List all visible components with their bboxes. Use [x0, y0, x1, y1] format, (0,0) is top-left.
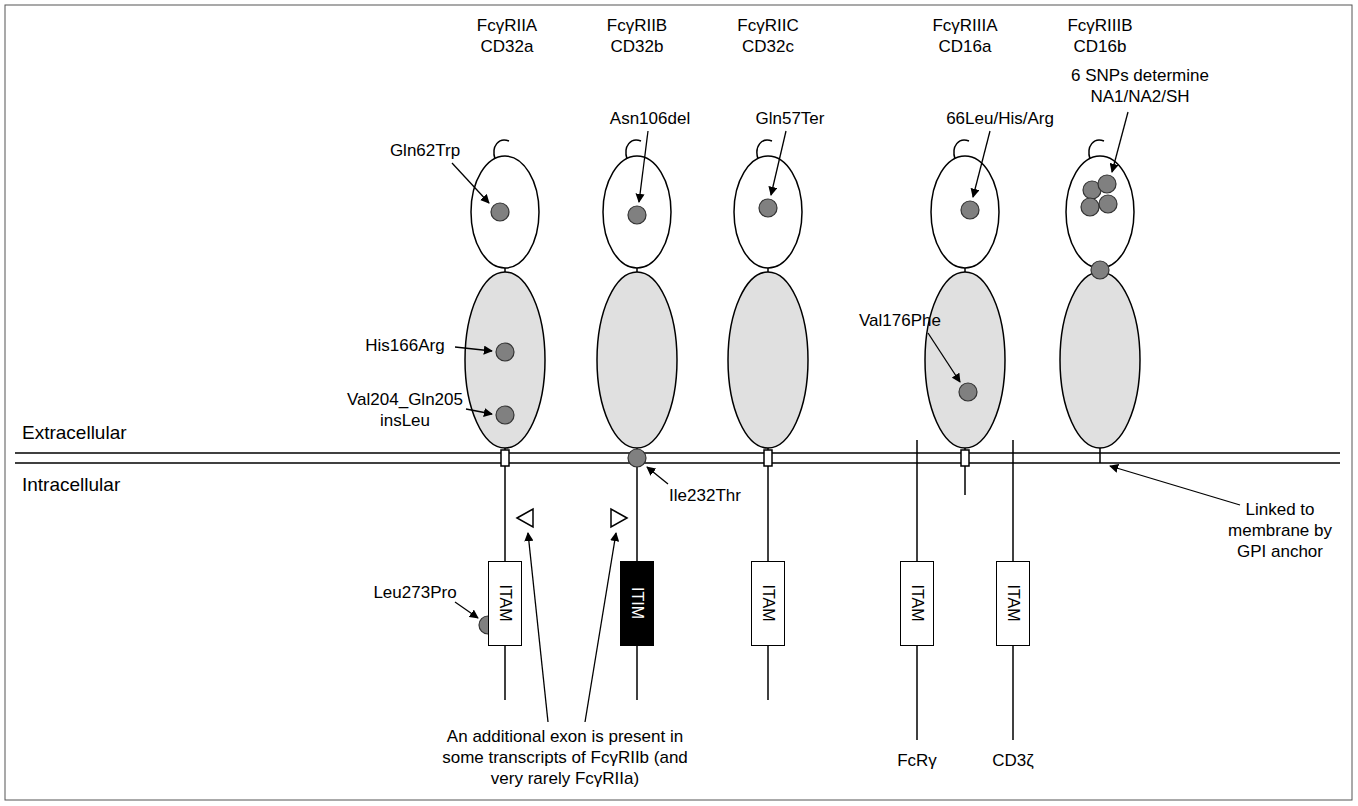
- snp-dot: [1091, 261, 1109, 279]
- itam-motif-box: ITAM: [488, 561, 522, 646]
- receptor-name: FcγRIIA CD32a: [462, 15, 552, 57]
- motif-label: ITAM: [496, 584, 514, 621]
- leader-arrow: [647, 467, 668, 484]
- membrane: [15, 452, 1340, 454]
- receptor-domains: [1089, 140, 1104, 159]
- snp-dot: [959, 383, 977, 401]
- exon-triangle: [517, 509, 533, 527]
- itim-motif-box: ITIM: [620, 561, 654, 646]
- leader-arrow: [771, 131, 786, 195]
- receptor-name: FcγRIIIA CD16a: [920, 15, 1010, 57]
- variant-label: Val204_Gln205 insLeu: [343, 389, 468, 431]
- leader-arrow: [452, 112, 1240, 722]
- itam-motif-box: ITAM: [996, 561, 1030, 646]
- snp-note: 6 SNPs determine NA1/NA2/SH: [1065, 65, 1215, 107]
- snp-dot: [496, 406, 514, 424]
- chain-label: FcRγ: [897, 750, 937, 771]
- receptor-domains: [465, 272, 545, 448]
- snp-dot: [759, 199, 777, 217]
- leader-arrow: [585, 533, 616, 722]
- variant-label: Val176Phe: [859, 310, 941, 331]
- region-label: Intracellular: [22, 474, 120, 495]
- transmembrane-segment: [501, 450, 509, 466]
- snp-dot: [491, 203, 509, 221]
- leader-arrow: [639, 131, 648, 202]
- transmembrane-segment: [501, 450, 969, 466]
- receptor-name: FcγRIIB CD32b: [592, 15, 682, 57]
- variant-label: Gln57Ter: [756, 108, 825, 129]
- receptor-domains: [728, 272, 808, 448]
- receptor-domains: [1099, 448, 1101, 463]
- receptor-domains: [954, 140, 969, 159]
- membrane: [15, 453, 1340, 463]
- receptor-domains: [757, 140, 772, 159]
- leader-arrow: [973, 131, 990, 197]
- leader-arrow: [455, 602, 478, 618]
- receptor-domains: [603, 156, 671, 268]
- variant-label: Asn106del: [610, 108, 690, 129]
- variant-label: Gln62Trp: [390, 140, 460, 161]
- snp-dot: [628, 206, 646, 224]
- receptor-domains: [626, 140, 641, 159]
- itam-motif-box: ITAM: [900, 561, 934, 646]
- receptor-domains: [465, 140, 1140, 740]
- receptor-domains: [597, 272, 677, 448]
- leader-arrow: [528, 533, 548, 722]
- receptor-name: FcγRIIC CD32c: [723, 15, 813, 57]
- leader-arrow: [1110, 466, 1240, 505]
- leader-arrow: [928, 333, 960, 382]
- region-label: Extracellular: [22, 422, 127, 443]
- leader-arrow: [1112, 112, 1128, 172]
- leader-arrow: [455, 347, 492, 351]
- exon-triangle: [517, 509, 627, 527]
- motif-label: ITAM: [759, 584, 777, 621]
- itam-motif-box: ITAM: [751, 561, 785, 646]
- snp-dot: [628, 449, 646, 467]
- receptor-domains: [734, 156, 802, 268]
- receptor-domains: [925, 272, 1005, 448]
- chain-label: CD3ζ: [992, 750, 1034, 771]
- receptor-domains: [494, 140, 509, 159]
- variant-label: His166Arg: [365, 335, 444, 356]
- snp-dot: [1099, 195, 1117, 213]
- receptor-domains: [964, 466, 966, 495]
- outer-frame: [5, 5, 1352, 800]
- receptor-domains: [931, 156, 999, 268]
- leader-arrow: [466, 409, 492, 414]
- receptor-name: FcγRIIIB CD16b: [1055, 15, 1145, 57]
- snp-dot: [496, 343, 514, 361]
- transmembrane-segment: [764, 450, 772, 466]
- motif-label: ITIM: [628, 587, 646, 619]
- snp-dot: [1098, 175, 1116, 193]
- variant-label: Ile232Thr: [669, 485, 741, 506]
- snp-dot: [1081, 198, 1099, 216]
- exon-note: An additional exon is present in some tr…: [430, 726, 700, 789]
- snp-dot: [961, 201, 979, 219]
- exon-triangle: [611, 509, 627, 527]
- receptor-domains: [471, 156, 539, 268]
- leader-arrow: [452, 163, 489, 203]
- variant-label: Leu273Pro: [373, 582, 456, 603]
- anchor-note: Linked to membrane by GPI anchor: [1221, 499, 1339, 562]
- transmembrane-segment: [961, 450, 969, 466]
- motif-label: ITAM: [908, 584, 926, 621]
- motif-label: ITAM: [1004, 584, 1022, 621]
- variant-label: 66Leu/His/Arg: [946, 108, 1054, 129]
- receptor-domains: [1060, 272, 1140, 448]
- membrane: [15, 462, 1340, 464]
- receptor-domains: [1066, 156, 1134, 268]
